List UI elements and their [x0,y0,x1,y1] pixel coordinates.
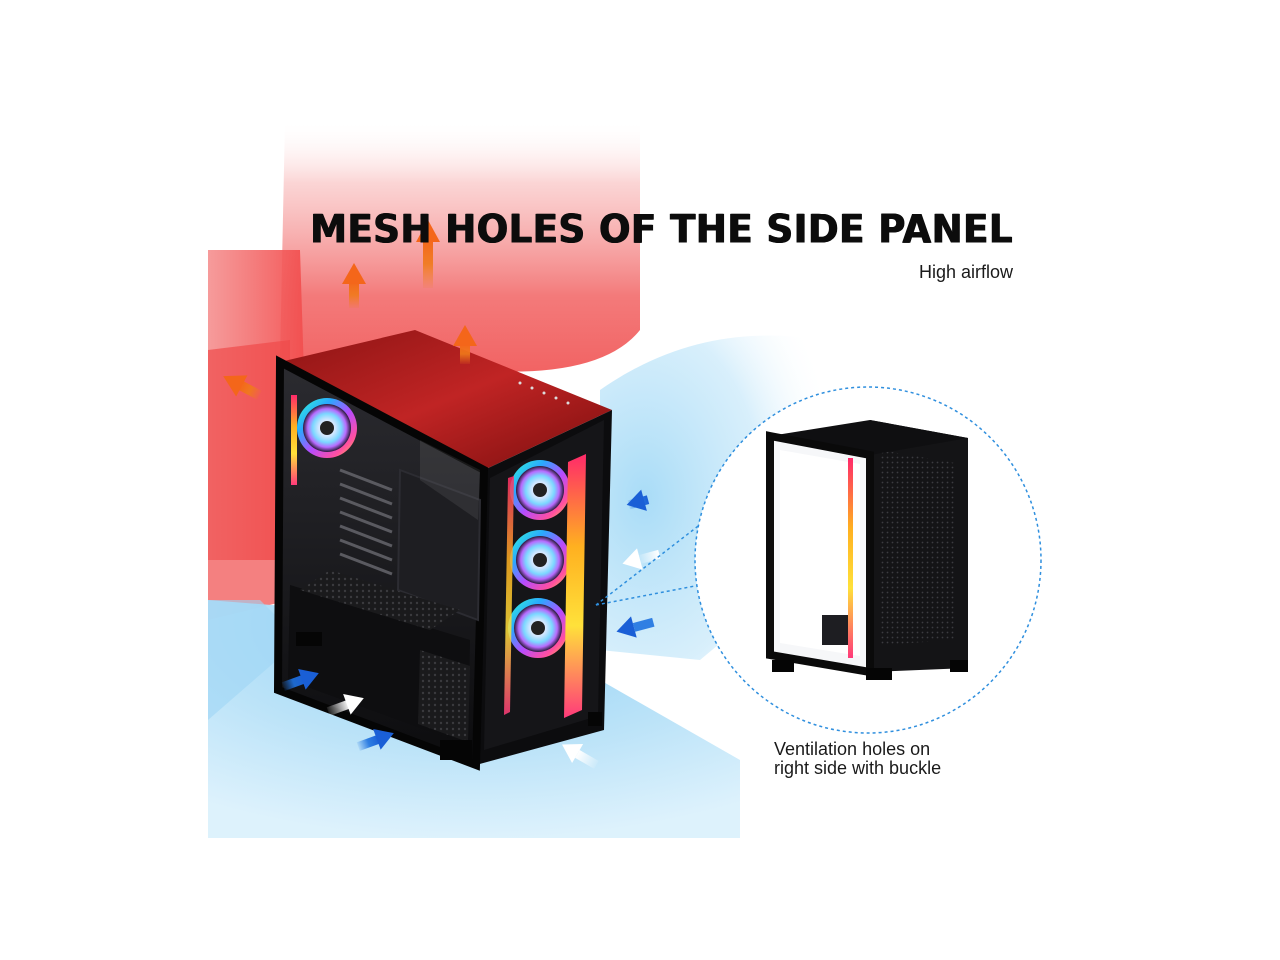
subheadline: High airflow [918,262,1013,282]
cool-air-arrow-icon [626,489,650,511]
callout-caption-line-1: Ventilation holes on [774,739,931,759]
rgb-fan-icon [510,460,570,520]
cool-air-arrow-icon [562,743,599,769]
rgb-fan-icon [510,530,570,590]
headline: MESH HOLES OF THE SIDE PANEL [310,206,1013,253]
callout-zoom [694,386,1042,734]
cool-air-arrow-icon [622,548,661,570]
hot-air-arrow-icon [223,375,262,400]
rgb-fan-icon [297,398,357,458]
rgb-fan-icon [508,598,568,658]
cool-air-arrow-icon [616,616,655,638]
cool-air-arrow-icon [326,693,364,716]
hot-air-arrow-icon [453,325,477,364]
callout-caption-line-2: right side with buckle [774,758,942,778]
callout-caption: Ventilation holes on right side with buc… [774,740,1014,778]
cool-air-arrows [281,489,661,769]
hot-air-arrow-icon [416,220,440,288]
cool-air-arrow-icon [281,668,319,691]
callout-pointer [595,519,707,606]
hot-air-arrow-icon [342,263,366,308]
cool-air-arrow-icon [356,728,394,751]
pc-case [273,330,612,771]
hot-air-arrows [223,220,477,400]
